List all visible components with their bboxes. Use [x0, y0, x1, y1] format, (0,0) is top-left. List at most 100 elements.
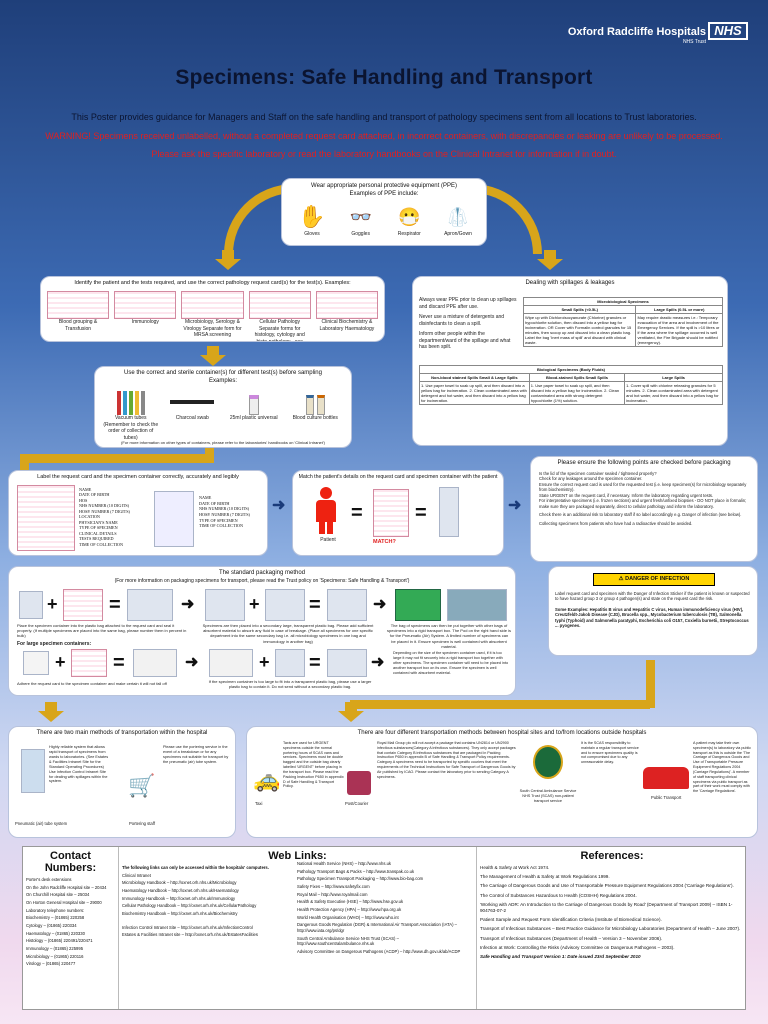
references-column: References: Health & Safety at Work Act …: [477, 847, 747, 1009]
web-link[interactable]: Immunology Handbook – http://oxnet.orh.n…: [122, 895, 236, 901]
patient-figure-icon: [313, 487, 339, 535]
reference-item: Transport of Infectious Substances – Bes…: [480, 926, 741, 932]
double-bagged-image: [327, 589, 367, 621]
match-heading: Match the patient's details on the reque…: [298, 474, 498, 480]
web-link[interactable]: Health Protection Agency (HPA) – http://…: [297, 907, 402, 913]
contact-line: Haematology – (01865) 220330: [26, 930, 85, 936]
web-link[interactable]: Advisory Committee on Dangerous Pathogen…: [297, 949, 461, 955]
reference-item: Health & Safety at Work Act 1974.: [480, 865, 550, 870]
field-label: TYPE OF SPECIMEN: [79, 525, 118, 531]
identify-panel: Identify the patient and the tests requi…: [40, 276, 385, 342]
reference-item: Patient Sample and Request Form Identifi…: [480, 917, 662, 923]
apron-icon: 🥼: [446, 207, 470, 227]
card-label: Microbiology, Serology & Virology Separa…: [183, 319, 242, 338]
contact-line: Microbiology – (01865) 220116: [26, 953, 84, 959]
body-fluid-spill-table: Biological Specimens (Body Fluids) Non-b…: [419, 365, 723, 405]
web-link[interactable]: Pathology Transport Bags & Packs – http:…: [297, 868, 415, 874]
web-link[interactable]: Clinical Intranet: [122, 872, 151, 878]
web-link[interactable]: South Central Ambulance Service NHS Trus…: [297, 935, 399, 947]
packaging-step: The bag of specimens can then be put tog…: [387, 623, 511, 649]
check-point: Check for any leakages around the specim…: [539, 476, 643, 482]
contacts-column: Contact Numbers: Porter's desk extension…: [23, 847, 119, 1009]
table-cell: 1. Cover spill with chlorine releasing g…: [624, 381, 723, 405]
poster-title: Specimens: Safe Handling and Transport: [175, 66, 593, 89]
web-link[interactable]: Estates & Facilities Intranet site – htt…: [122, 932, 258, 938]
weblinks-heading: Web Links:: [268, 850, 327, 862]
danger-text: Label request card and specimen with the…: [555, 591, 750, 602]
contact-line: Virology – (01865) 220477: [26, 961, 76, 967]
connector-bar: [20, 454, 29, 474]
plus-icon: +: [55, 652, 66, 672]
container-label: Vacuum tubes (Remember to check the orde…: [103, 415, 159, 441]
pneumatic-tube-image: [21, 749, 45, 793]
gloves-icon: ✋: [298, 204, 326, 229]
packaging-step: If the specimen container is too large t…: [208, 679, 372, 690]
request-card-image: [71, 649, 107, 677]
request-card-image: [63, 589, 103, 621]
absorbent-image: [205, 589, 245, 621]
check-point: State URGENT on the request card, if nec…: [539, 492, 714, 498]
danger-of-infection-badge: ⚠ DANGER OF INFECTION: [593, 573, 715, 586]
charcoal-swab-image: [165, 389, 221, 415]
web-link[interactable]: Health & Safety Executive (HSE) – http:/…: [297, 899, 404, 905]
equals-icon: =: [351, 502, 363, 524]
universal-container-image: [226, 389, 282, 415]
bus-icon: [643, 767, 689, 789]
web-link[interactable]: Microbiology Handbook – http://oxnet.orh…: [122, 880, 237, 886]
field-label: PHYSICIAN'S NAME: [79, 519, 118, 525]
web-link[interactable]: Infection Control Intranet Site – http:/…: [122, 924, 253, 930]
field-label: TIME OF COLLECTION: [79, 541, 123, 547]
trust-name: NHS Trust: [682, 39, 706, 45]
label-heading: Label the request card and the specimen …: [37, 474, 239, 480]
table-header: Small Spills (<0.5L): [522, 305, 637, 314]
web-link[interactable]: Royal Mail – http://www.royalmail.com: [297, 891, 368, 897]
method-text: A patient may take their own specimen(s)…: [693, 741, 752, 794]
field-label: NAME: [199, 495, 212, 500]
method-label: Portering staff: [129, 821, 155, 826]
card-label: Blood grouping & Transfusion: [58, 319, 98, 332]
plus-icon: +: [259, 652, 270, 672]
spillages-heading: Dealing with spillages & leakages: [525, 280, 615, 286]
table-header: Blood-stained Spills Small Spills: [528, 373, 626, 382]
table-title: Biological Specimens (Body Fluids): [419, 365, 723, 374]
request-card-image: [315, 291, 379, 319]
web-link[interactable]: Safety Fixes – http://www.safetyfix.com: [297, 884, 370, 890]
right-arrow-icon: ➜: [508, 497, 522, 514]
request-card-image: [114, 291, 177, 319]
bagged-large-container-image: [327, 649, 367, 677]
web-link[interactable]: Cellular Pathology Handbook – http://oxn…: [122, 903, 257, 909]
containers-panel: Use the correct and sterile container(s)…: [94, 366, 352, 448]
large-container-image: [23, 651, 49, 675]
contact-line: Histology – (01865) 220491/220471: [26, 938, 93, 944]
connector-bar: [350, 700, 650, 709]
external-transport-panel: There are four different transportation …: [246, 726, 758, 838]
contacts-heading: Contact Numbers:: [44, 850, 97, 874]
ppe-item: Apron/Gown: [444, 231, 472, 237]
web-link[interactable]: Pathology Specimen Transport Packaging –…: [297, 876, 424, 882]
packaging-step: Specimens are then placed into a seconda…: [202, 623, 374, 644]
method-label: Pneumatic (air) tube system: [15, 821, 68, 826]
plus-icon: +: [47, 594, 58, 614]
danger-panel: ⚠ DANGER OF INFECTION Label request card…: [548, 566, 758, 656]
web-link[interactable]: Biochemistry Handbook – http://oxnet.orh…: [122, 911, 238, 917]
blood-culture-bottles-image: [288, 389, 344, 415]
checks-heading: Please ensure the following points are c…: [557, 460, 731, 466]
web-link[interactable]: National Health Service (NHS) – http://w…: [297, 861, 392, 866]
large-containers-label: For large specimen containers:: [17, 641, 92, 647]
field-label: HOS: [79, 497, 88, 503]
porter-icon: 🛒: [128, 773, 156, 798]
down-arrow-icon: [537, 250, 563, 270]
web-link[interactable]: Haematology Handbook – http://oxnet.orh.…: [122, 888, 239, 894]
field-label: DATE OF BIRTH: [79, 492, 110, 498]
label-panel: Label the request card and the specimen …: [8, 470, 268, 556]
packaging-subheading: (For more information on packaging speci…: [114, 577, 410, 584]
field-label: NHS NUMBER (10 DIGITS): [79, 503, 130, 509]
web-link[interactable]: Dangerous Goods Regulation (DGR) & Inter…: [297, 922, 457, 934]
specimen-container-image: [19, 591, 43, 619]
contact-line: On Horton General Hospital site – 29000: [26, 900, 102, 906]
field-label: NAME: [79, 487, 92, 492]
check-point: Is the lid of the specimen container sea…: [539, 471, 657, 476]
right-arrow-icon: ➜: [272, 497, 286, 514]
transport-box-image: [395, 589, 441, 621]
web-link[interactable]: World Health Organisation (WHO) – http:/…: [297, 914, 399, 920]
